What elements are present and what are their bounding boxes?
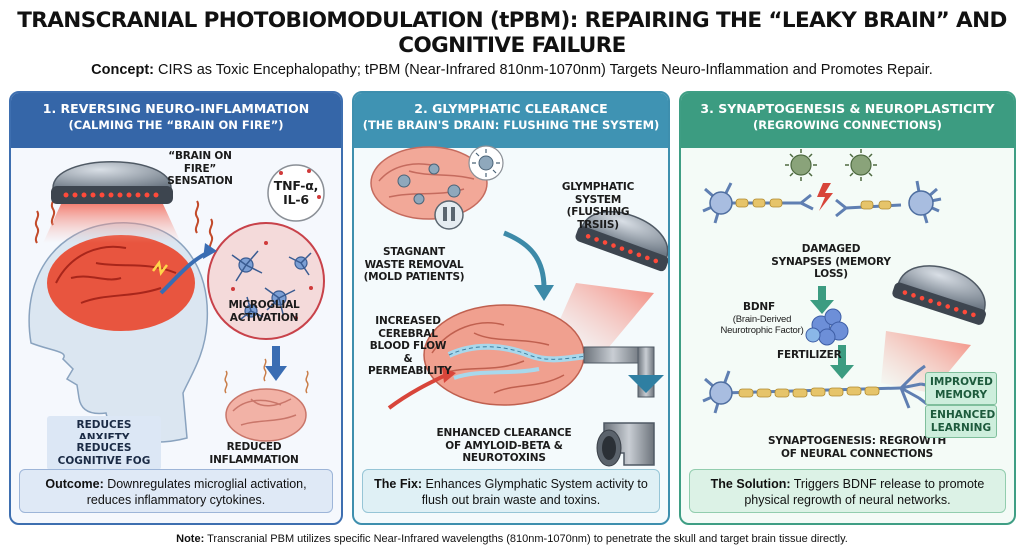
microglia-icon (207, 222, 325, 340)
bdnf-full-label: (Brain-Derived Neurotrophic Factor) (720, 314, 804, 336)
arrow-icon (387, 367, 456, 410)
panel-2-illustration (370, 145, 668, 467)
panel-1-footer-text: Downregulates microglial activation, red… (86, 477, 307, 507)
page-title: TRANSCRANIAL PHOTOBIOMODULATION (tPBM): … (17, 8, 1007, 58)
reduced-brain-icon (224, 358, 309, 442)
panel-2-header: 2. GLYMPHATIC CLEARANCE (THE BRAIN'S DRA… (354, 93, 668, 148)
fertilizer-label: FERTILIZER (777, 349, 842, 361)
brain-on-fire-label: “BRAIN ON FIRE” SENSATION (167, 150, 233, 187)
led-helmet-icon (43, 161, 181, 243)
neuron-body (709, 381, 733, 405)
panel-2-footer-text: Enhances Glymphatic System activity to f… (421, 477, 648, 507)
bdnf-label: BDNF (743, 301, 775, 313)
virus-icon (785, 149, 877, 181)
panel-1-heading: 1. REVERSING NEURO-INFLAMMATION (42, 101, 310, 116)
reduced-inflammation-label: REDUCED INFLAMMATION (209, 441, 299, 466)
stagnant-waste-label: STAGNANT WASTE REMOVAL (MOLD PATIENTS) (363, 246, 465, 283)
panel-glymphatic-clearance: 2. GLYMPHATIC CLEARANCE (THE BRAIN'S DRA… (352, 91, 670, 525)
concept-line: Concept: CIRS as Toxic Encephalopathy; t… (0, 62, 1024, 78)
panel-3-footer: The Solution: Triggers BDNF release to p… (689, 469, 1006, 513)
enhanced-clearance-label: ENHANCED CLEARANCE OF AMYLOID-BETA & NEU… (436, 427, 572, 464)
concept-label: Concept: (91, 62, 155, 78)
chip-reduces-cognitive-fog: REDUCES COGNITIVE FOG (47, 439, 161, 470)
chip-enhanced-learning: ENHANCED LEARNING (925, 405, 997, 438)
panel-neuro-inflammation: 1. REVERSING NEURO-INFLAMMATION (CALMING… (9, 91, 343, 525)
panel-3-illustration (702, 149, 986, 414)
stagnant-brain-icon (370, 146, 488, 220)
regrowth-label: SYNAPTOGENESIS: REGROWTH OF NEURAL CONNE… (767, 435, 947, 460)
microglial-activation-label: MICROGLIAL ACTIVATION (228, 299, 300, 324)
panel-2-heading: 2. GLYMPHATIC CLEARANCE (414, 101, 608, 116)
protein-icon (805, 308, 849, 346)
led-helmet-icon (575, 210, 668, 272)
concept-text: CIRS as Toxic Encephalopathy; tPBM (Near… (154, 62, 933, 78)
glymphatic-system-label: GLYMPHATIC SYSTEM (FLUSHING TRSIIS) (561, 181, 635, 231)
blood-flow-label: INCREASED CEREBRAL BLOOD FLOW & PERMEABI… (368, 315, 452, 377)
neuron-body (709, 190, 934, 216)
axon-segments (735, 198, 892, 210)
panel-2-footer: The Fix: Enhances Glymphatic System acti… (362, 469, 660, 513)
arrow-icon (503, 230, 554, 301)
panel-1-header: 1. REVERSING NEURO-INFLAMMATION (CALMING… (11, 93, 341, 148)
cytokine-bubble (267, 164, 325, 222)
panel-3-footer-text: Triggers BDNF release to promote physica… (744, 477, 985, 507)
virus-bubble (468, 145, 504, 181)
chip-improved-memory: IMPROVED MEMORY (925, 372, 997, 405)
note-text: Transcranial PBM utilizes specific Near-… (204, 533, 848, 545)
panel-1-illustration (28, 161, 325, 443)
panel-2-footer-label: The Fix: (374, 477, 423, 491)
panel-1-footer-label: Outcome: (45, 477, 104, 491)
arrow-icon (810, 286, 854, 379)
panel-1-footer: Outcome: Downregulates microglial activa… (19, 469, 333, 513)
panel-2-subheading: (THE BRAIN'S DRAIN: FLUSHING THE SYSTEM) (362, 118, 660, 132)
brain-icon (47, 235, 195, 331)
pipe-icon (583, 346, 664, 467)
panel-3-heading: 3. SYNAPTOGENESIS & NEUROPLASTICITY (700, 101, 995, 116)
panel-3-subheading: (REGROWING CONNECTIONS) (753, 118, 942, 132)
panel-3-footer-label: The Solution: (710, 477, 791, 491)
panel-synaptogenesis: 3. SYNAPTOGENESIS & NEUROPLASTICITY (REG… (679, 91, 1016, 525)
virus-icon (397, 163, 461, 205)
footnote: Note: Transcranial PBM utilizes specific… (0, 533, 1024, 545)
lightning-icon (817, 183, 833, 211)
cytokine-label: TNF-α, IL-6 (273, 178, 319, 207)
panel-1-subheading: (CALMING THE “BRAIN ON FIRE”) (68, 118, 284, 132)
arrow-icon (159, 243, 287, 381)
panel-3-header: 3. SYNAPTOGENESIS & NEUROPLASTICITY (REG… (681, 93, 1014, 148)
note-label: Note: (176, 533, 205, 545)
drain-icon (434, 200, 464, 230)
damaged-synapses-label: DAMAGED SYNAPSES (MEMORY LOSS) (771, 243, 891, 280)
axon-segments (738, 386, 880, 398)
led-helmet-icon (892, 265, 986, 325)
